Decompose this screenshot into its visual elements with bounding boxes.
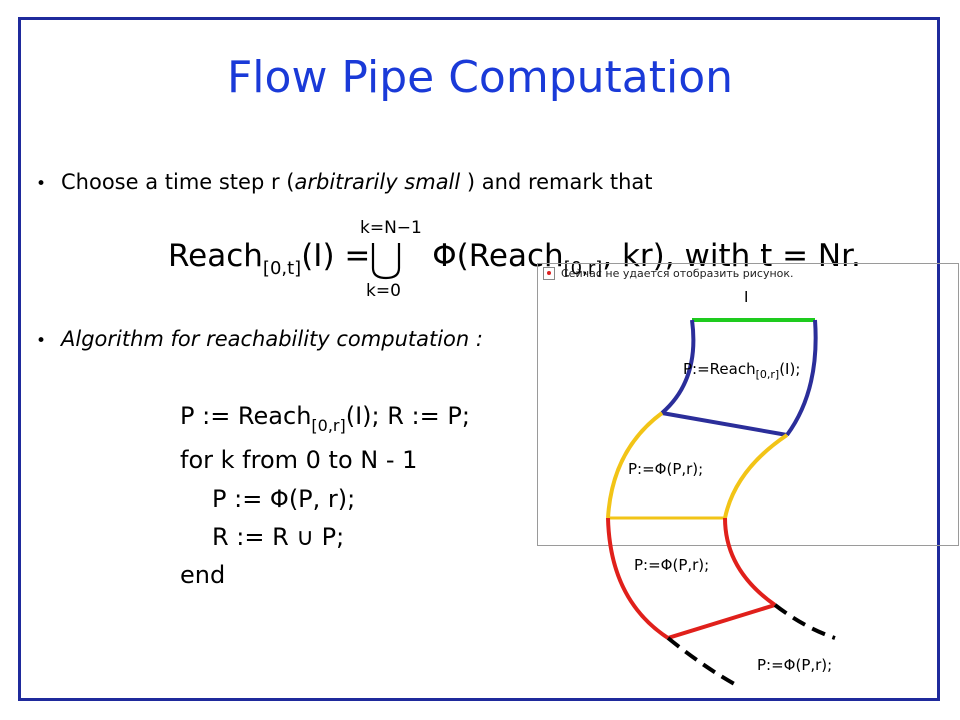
- union-lower-limit: k=0: [366, 281, 401, 301]
- algo-line-1: P := Reach[0,r](I); R := P;: [180, 402, 470, 435]
- algo-line-2: for k from 0 to N - 1: [180, 446, 418, 474]
- label-reach-a: P:=Reach: [683, 360, 756, 378]
- bullet-time-step: • Choose a time step r (arbitrarily small…: [36, 170, 653, 194]
- label-phi-3: P:=Φ(P,r);: [757, 656, 833, 674]
- segment-3-bottom: [667, 603, 776, 640]
- bullet-algorithm-text: Algorithm for reachability computation :: [61, 327, 483, 351]
- bullet-text-italic: arbitrarily small: [294, 170, 461, 194]
- segment-2-right: [723, 433, 789, 519]
- label-reach: P:=Reach[0,r](I);: [683, 360, 800, 381]
- eq-rhs-a: Φ(Reach: [432, 238, 564, 274]
- slide-frame: [18, 17, 940, 701]
- broken-image-frame: [537, 263, 959, 546]
- union-upper-limit: k=N−1: [360, 218, 422, 238]
- algo-line-1-sub: [0,r]: [311, 416, 346, 435]
- label-initial-set: I: [744, 288, 749, 306]
- segment-4-left: [666, 636, 739, 688]
- segment-1-right: [785, 319, 818, 437]
- label-phi-2: P:=Φ(P,r);: [634, 556, 710, 574]
- eq-lhs: Reach: [168, 238, 263, 274]
- eq-lhs-sub: [0,t]: [262, 258, 302, 279]
- bullet-text-suffix: ) and remark that: [460, 170, 653, 194]
- label-reach-b: (I);: [779, 360, 801, 378]
- slide-title: Flow Pipe Computation: [226, 52, 734, 103]
- bullet-dot: •: [36, 331, 47, 351]
- segment-4-right: [773, 603, 836, 640]
- segment-1-left: [660, 319, 696, 415]
- reach-equation: Reach[0,t](I) = Φ(Reach[0,r], kr), with …: [168, 238, 861, 279]
- eq-lhs-arg: (I): [301, 238, 335, 274]
- segment-2-left: [606, 411, 664, 519]
- algo-line-3: P := Φ(P, r);: [212, 485, 356, 513]
- algo-line-4: R := R ∪ P;: [212, 523, 345, 551]
- broken-image-icon: [543, 267, 555, 280]
- segment-3-right: [723, 517, 777, 607]
- label-phi-1: P:=Φ(P,r);: [628, 460, 704, 478]
- bullet-dot: •: [36, 174, 47, 194]
- bullet-text-prefix: Choose a time step r (: [61, 170, 295, 194]
- eq-rhs-b: , kr), with t = Nr.: [602, 238, 861, 274]
- segment-3-left: [606, 517, 670, 640]
- segment-1-bottom: [661, 411, 788, 437]
- broken-image-message: Сейчас не удается отобразить рисунок.: [561, 267, 794, 280]
- algo-line-1-a: P := Reach: [180, 402, 312, 430]
- bullet-algorithm: • Algorithm for reachability computation …: [36, 327, 483, 351]
- eq-equals: =: [334, 238, 381, 274]
- label-reach-sub: [0,r]: [755, 368, 780, 381]
- algo-line-1-b: (I); R := P;: [345, 402, 470, 430]
- algo-line-5: end: [180, 561, 226, 589]
